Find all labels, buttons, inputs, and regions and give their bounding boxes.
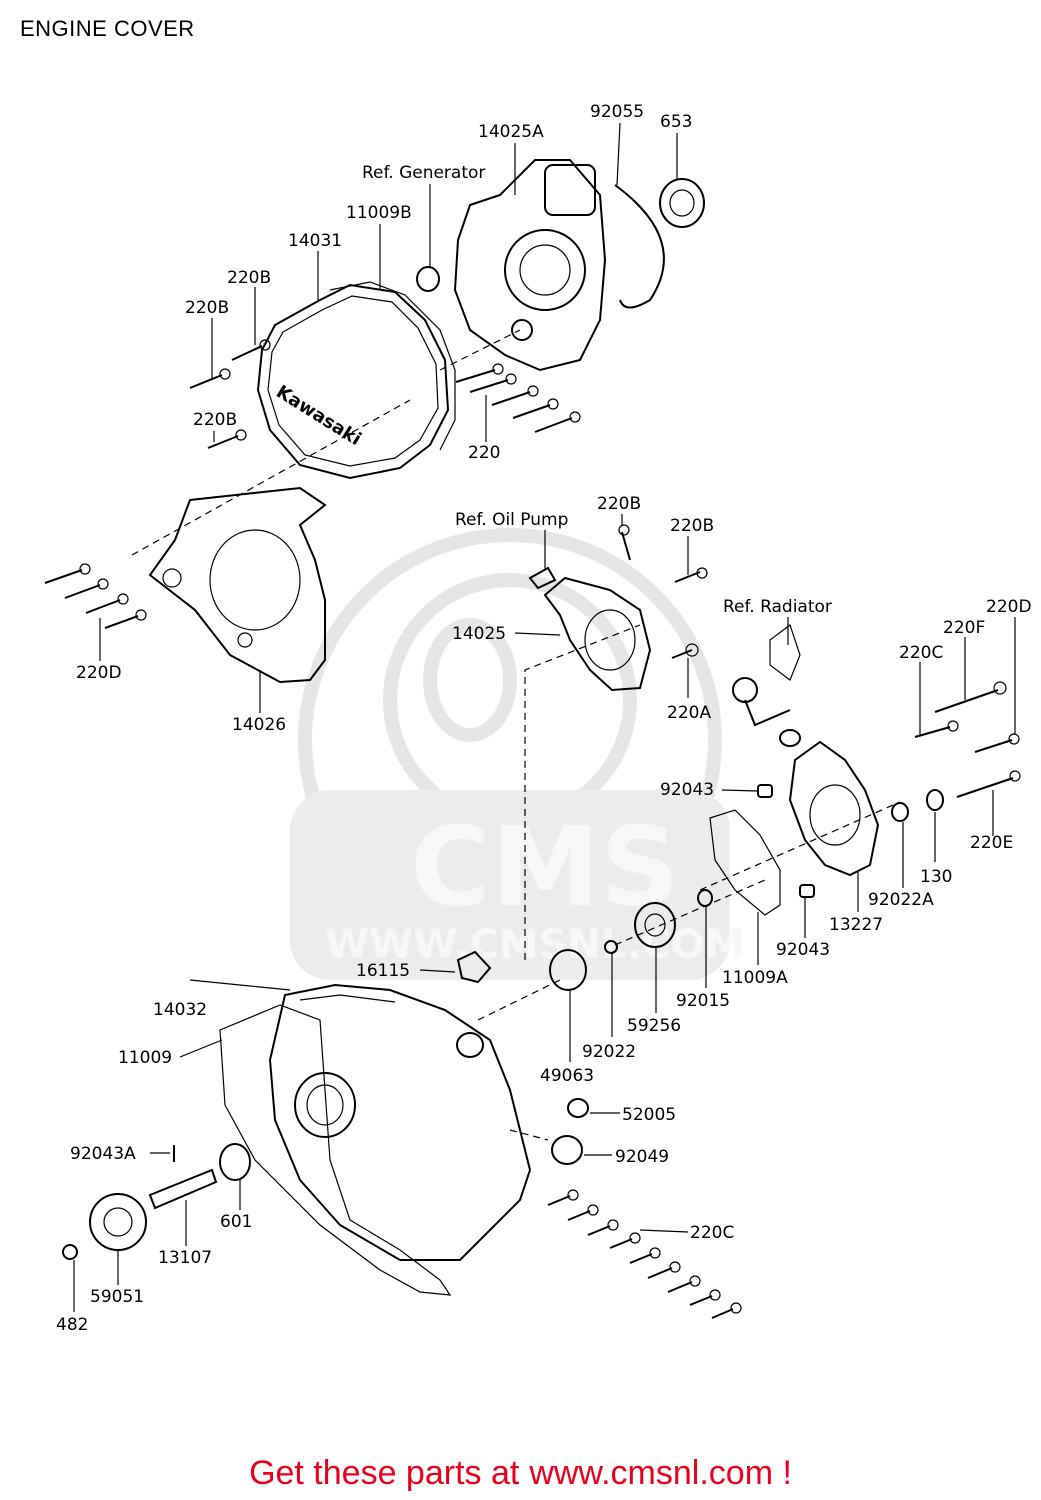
label-220D-2: 220D [986, 597, 1032, 617]
label-601: 601 [220, 1212, 252, 1232]
gasket-11009B [329, 281, 456, 451]
label-220C-1: 220C [899, 643, 943, 663]
label-482: 482 [56, 1315, 88, 1335]
outer-cover-14025A [453, 159, 607, 372]
sprocket-cover-14026 [148, 486, 327, 684]
bolt-220A [671, 643, 699, 659]
label-92055: 92055 [590, 102, 644, 122]
label-220F: 220F [943, 618, 985, 638]
label-220B-1: 220B [227, 268, 271, 288]
label-92022A: 92022A [868, 890, 934, 910]
label-59256: 59256 [627, 1016, 681, 1036]
label-14025: 14025 [452, 624, 506, 644]
label-220B-3: 220B [193, 410, 237, 430]
label-11009A: 11009A [722, 968, 788, 988]
impeller-59256-seal-49063 [549, 889, 713, 991]
label-92022: 92022 [582, 1042, 636, 1062]
water-pump-cover-13227 [788, 740, 880, 877]
label-14031: 14031 [288, 231, 342, 251]
bolts-220C-bottom [547, 1189, 742, 1319]
leader-lines [73, 122, 1016, 1312]
label-14025A: 14025A [478, 122, 544, 142]
label-13227: 13227 [829, 915, 883, 935]
o-ring-92055 [614, 184, 665, 309]
label-220C-2: 220C [690, 1223, 734, 1243]
seals-52005-92049 [551, 1098, 589, 1165]
bolts-220B-oil-pump [618, 524, 708, 583]
label-ref-oil-pump: Ref. Oil Pump [455, 510, 568, 530]
washers-130-92022A-dowels-92043 [757, 784, 944, 898]
footer-url-link[interactable]: www.cmsnl.com ! [529, 1454, 792, 1492]
label-ref-generator: Ref. Generator [362, 163, 485, 183]
label-220B-4: 220B [597, 494, 641, 514]
label-16115: 16115 [356, 961, 410, 981]
label-11009: 11009 [118, 1048, 172, 1068]
kawasaki-logo: Kawasaki [272, 381, 364, 450]
label-92043A: 92043A [70, 1144, 136, 1164]
label-ref-radiator: Ref. Radiator [723, 597, 832, 617]
label-13107: 13107 [158, 1248, 212, 1268]
gasket-11009A [709, 809, 781, 916]
oil-pump-cover-14025 [528, 566, 652, 692]
bolts-220B-left [189, 339, 271, 449]
part-labels: 92055 653 14025A Ref. Generator 11009B 1… [56, 102, 1032, 1335]
watermark-brand: CMS [410, 803, 679, 931]
label-14032: 14032 [153, 1000, 207, 1020]
label-220E: 220E [970, 833, 1013, 853]
watermark: CMS WWW.CMSNL.COM [290, 528, 745, 980]
label-92043-2: 92043 [776, 940, 830, 960]
assembly-dash-lines [131, 329, 901, 1141]
label-220B-5: 220B [670, 516, 714, 536]
bolts-220 [455, 363, 581, 433]
label-49063: 49063 [540, 1066, 594, 1086]
label-11009B: 11009B [346, 203, 412, 223]
label-52005: 52005 [622, 1105, 676, 1125]
plug-ref-generator [416, 266, 440, 292]
radiator-pipe [732, 624, 801, 747]
label-220B-2: 220B [185, 298, 229, 318]
bolts-220D-left [44, 563, 147, 629]
generator-cover-14031: Kawasaki [256, 283, 450, 480]
oil-seal-653 [659, 178, 705, 228]
clutch-cover-14032 [268, 983, 532, 1261]
label-130: 130 [920, 867, 952, 887]
footer-prefix: Get these parts at [249, 1454, 520, 1492]
label-220D-1: 220D [76, 663, 122, 683]
page-title: ENGINE COVER [20, 16, 195, 41]
filler-cap-16115 [456, 950, 492, 984]
label-92015: 92015 [676, 991, 730, 1011]
gasket-11009 [219, 1004, 452, 1296]
label-92043-1: 92043 [660, 780, 714, 800]
label-653: 653 [660, 112, 692, 132]
label-220: 220 [468, 443, 500, 463]
bolts-220C-220D-220F-220E [914, 681, 1021, 798]
label-14026: 14026 [232, 715, 286, 735]
label-59051: 59051 [90, 1287, 144, 1307]
label-220A: 220A [667, 703, 711, 723]
label-92049: 92049 [615, 1147, 669, 1167]
